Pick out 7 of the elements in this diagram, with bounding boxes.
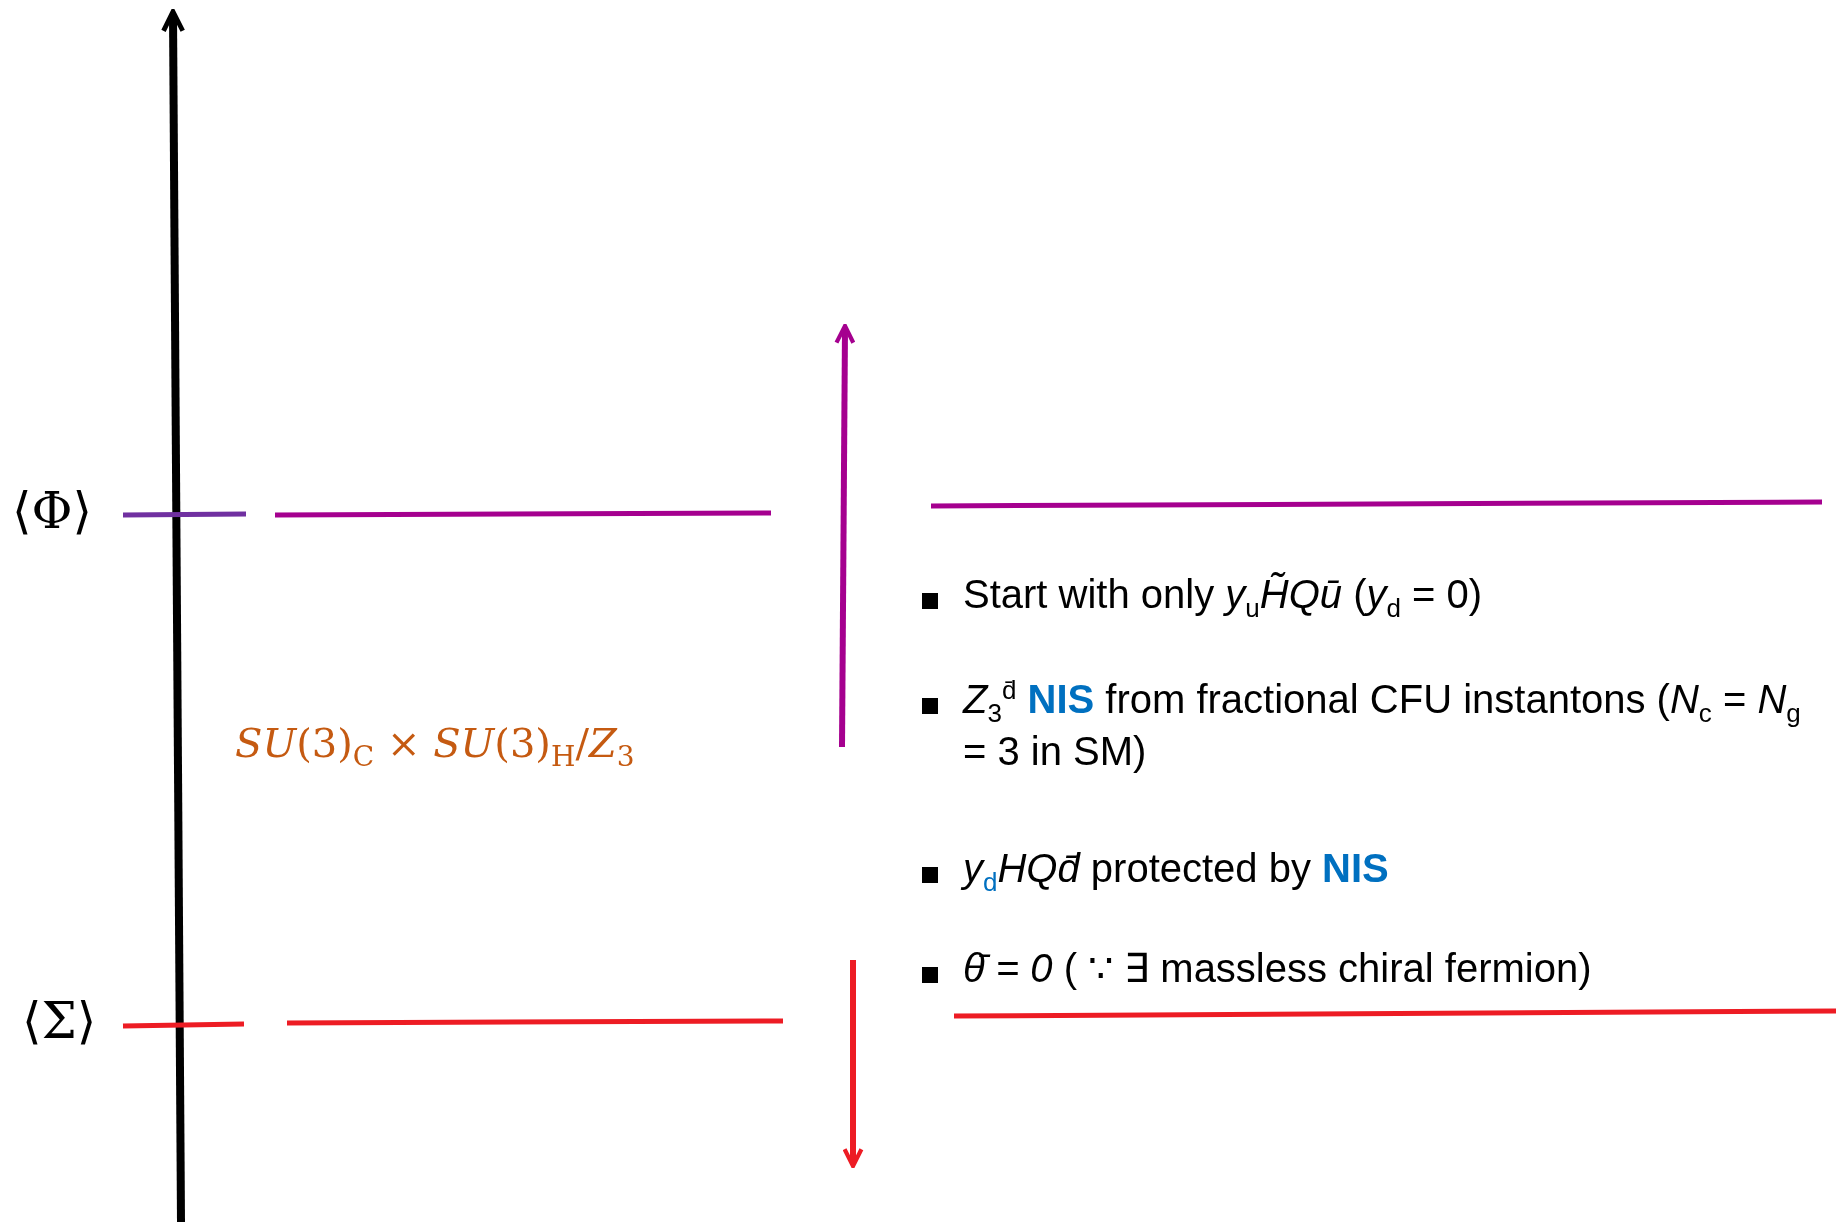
bullet-text: y$_{d}$HQd̄ protected by NIS <box>963 845 1390 894</box>
bullet-text: Start with only y$_{u}$H̃Qū (y$_{d}$ = 0) <box>963 571 1484 620</box>
symmetry-group-label: SU(3)$_{C}$ × SU(3)$_{H}$/Z$_{3}$ <box>235 720 635 773</box>
bullet-text: Z$_{3}$$^{d̄}$ NIS from fractional CFU instantons (N$_{c}$ = N$_{g}$ = 3 in SM) <box>963 673 1802 775</box>
scale-label: ⟨Φ⟩ <box>12 482 92 540</box>
scale-label: ⟨Σ⟩ <box>22 992 97 1050</box>
bullet-text: θ̄ = 0 ( ∵ ∃ massless chiral fermion) <box>963 945 1593 992</box>
